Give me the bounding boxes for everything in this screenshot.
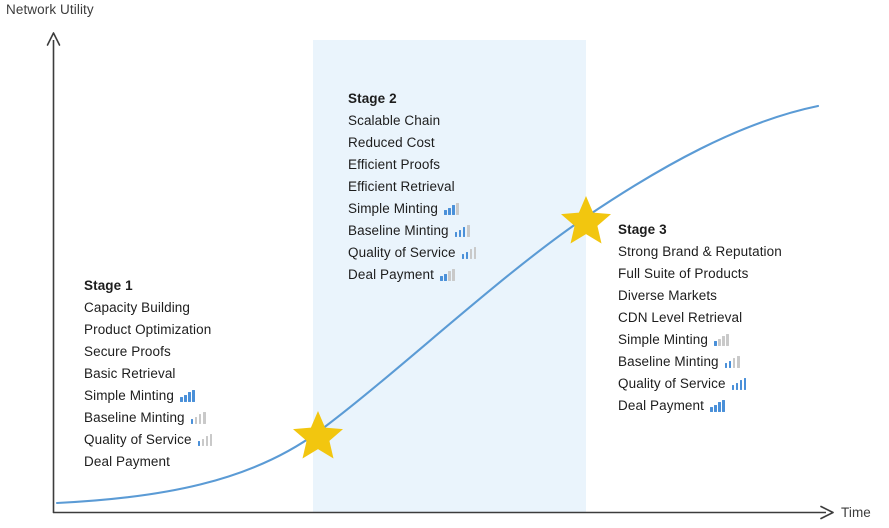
signal-strength-icon: [461, 246, 477, 259]
stage-3-item-label: Diverse Markets: [618, 288, 718, 303]
stage-2-item-label: Quality of Service: [348, 245, 456, 260]
signal-strength-icon: [190, 411, 206, 424]
stage-3-item-label: Simple Minting: [618, 332, 708, 347]
stage-2-item: Reduced Cost: [348, 132, 476, 154]
stage-2-heading: Stage 2: [348, 91, 397, 106]
y-axis: [46, 32, 61, 513]
stage-1-item-label: Baseline Minting: [84, 410, 185, 425]
signal-strength-icon: [179, 389, 195, 402]
stage-1-item-label: Deal Payment: [84, 454, 170, 469]
signal-strength-icon: [197, 433, 213, 446]
stage-3-item: Diverse Markets: [618, 285, 782, 307]
stage-3-item-label: Baseline Minting: [618, 354, 719, 369]
stage-2-item: Quality of Service: [348, 242, 477, 264]
stage-3-item-label: Full Suite of Products: [618, 266, 749, 281]
stage-3-item-label: Deal Payment: [618, 398, 704, 413]
stage-1-item: Deal Payment: [84, 451, 212, 473]
stage-2-item-label: Efficient Retrieval: [348, 179, 455, 194]
stage-2-item: Efficient Retrieval: [348, 176, 476, 198]
stage-2-item-label: Scalable Chain: [348, 113, 441, 128]
stage-3-block: Stage 3 Strong Brand & Reputation Full S…: [618, 219, 782, 417]
stage-3-item: Quality of Service: [618, 373, 782, 395]
stage-1-item: Capacity Building: [84, 297, 212, 319]
stage-3-item: Deal Payment: [618, 395, 782, 417]
stage-1-item-label: Secure Proofs: [84, 344, 171, 359]
stage-2-item: Baseline Minting: [348, 220, 476, 242]
stage-2-item-label: Baseline Minting: [348, 223, 449, 238]
stage-2-item: Efficient Proofs: [348, 154, 476, 176]
stage-2-item: Simple Minting: [348, 198, 476, 220]
stage-2-item-label: Deal Payment: [348, 267, 434, 282]
stage-1-item: Secure Proofs: [84, 341, 212, 363]
stage-1-item-label: Quality of Service: [84, 432, 192, 447]
signal-strength-icon: [731, 377, 747, 390]
stage-1-item: Baseline Minting: [84, 407, 212, 429]
stage-2-item-label: Reduced Cost: [348, 135, 435, 150]
stage-1-item-label: Capacity Building: [84, 300, 191, 315]
stage-1-to-2-milestone-star: [293, 411, 343, 459]
stage-1-item: Basic Retrieval: [84, 363, 212, 385]
stage-2-block: Stage 2 Scalable Chain Reduced Cost Effi…: [348, 88, 477, 286]
signal-strength-icon: [440, 268, 455, 281]
stage-3-item: Full Suite of Products: [618, 263, 782, 285]
x-axis-label: Time: [841, 505, 871, 520]
stage-1-item-label: Simple Minting: [84, 388, 174, 403]
stage-1-block: Stage 1 Capacity Building Product Optimi…: [84, 275, 213, 473]
stage-2-item-label: Simple Minting: [348, 201, 438, 216]
stage-3-item: Simple Minting: [618, 329, 782, 351]
stage-3-item-label: Strong Brand & Reputation: [618, 244, 782, 259]
stage-1-item: Quality of Service: [84, 429, 213, 451]
s-curve-line: [55, 104, 820, 505]
x-axis: [53, 505, 834, 520]
stage-3-item: Strong Brand & Reputation: [618, 241, 782, 263]
stage-1-item: Product Optimization: [84, 319, 212, 341]
stage-3-item-label: CDN Level Retrieval: [618, 310, 743, 325]
stage-1-item-label: Basic Retrieval: [84, 366, 176, 381]
stage-2-item: Scalable Chain: [348, 110, 476, 132]
stage-3-heading: Stage 3: [618, 222, 667, 237]
signal-strength-icon: [713, 333, 729, 346]
signal-strength-icon: [724, 355, 740, 368]
stage-3-item: CDN Level Retrieval: [618, 307, 782, 329]
stage-1-item-label: Product Optimization: [84, 322, 212, 337]
stage-2-to-3-milestone-star: [561, 196, 611, 244]
stage-2-item-label: Efficient Proofs: [348, 157, 441, 172]
stage-1-heading: Stage 1: [84, 278, 133, 293]
signal-strength-icon: [443, 202, 459, 215]
stage-1-item: Simple Minting: [84, 385, 212, 407]
stage-2-item: Deal Payment: [348, 264, 476, 286]
stage-3-item-label: Quality of Service: [618, 376, 726, 391]
y-axis-label: Network Utility: [6, 2, 94, 17]
signal-strength-icon: [710, 399, 725, 412]
signal-strength-icon: [454, 224, 470, 237]
stage-3-item: Baseline Minting: [618, 351, 782, 373]
